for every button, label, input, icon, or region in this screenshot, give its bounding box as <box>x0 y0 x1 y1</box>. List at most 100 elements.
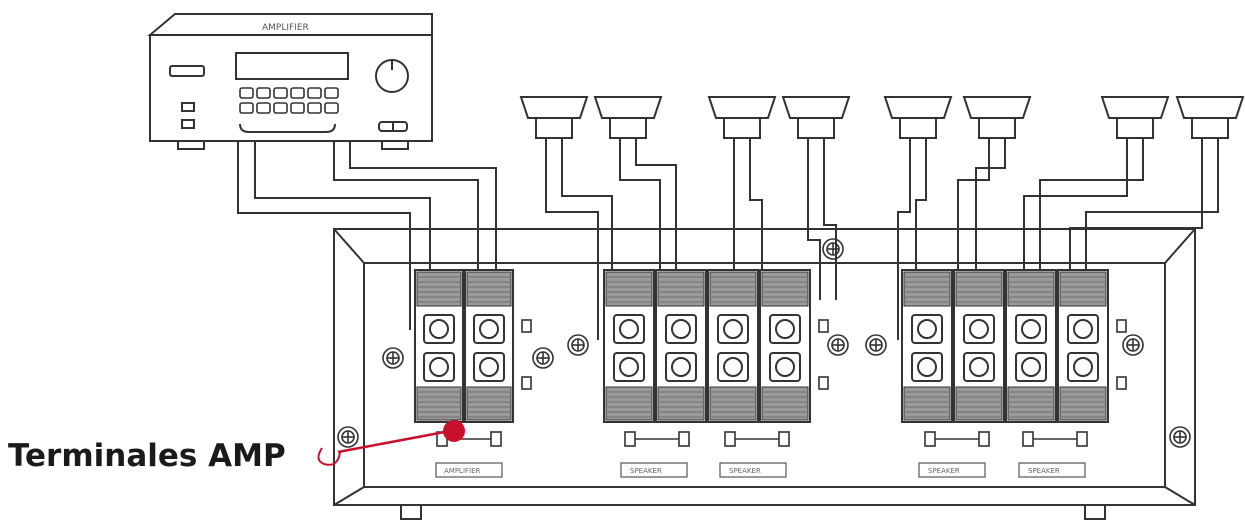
speaker-plate-text-2: SPEAKER <box>729 467 761 475</box>
amplifier-preset-button <box>273 102 288 114</box>
terminal-top-rib <box>657 271 705 307</box>
amp-terminal-block <box>414 269 532 423</box>
side-tab <box>521 376 532 390</box>
mounting-screws <box>337 238 1191 448</box>
terminal-top-rib <box>1059 271 1107 307</box>
terminal-cell <box>655 269 707 423</box>
terminal-screw-head <box>671 319 691 339</box>
speaker-wire <box>1069 148 1203 300</box>
terminal-screw-head <box>619 319 639 339</box>
terminal-socket <box>473 352 505 382</box>
amplifier-foot-left <box>177 140 205 150</box>
terminal-top-rib <box>709 271 757 307</box>
amplifier-power-button <box>169 65 205 77</box>
speaker-terminal-block-2 <box>901 269 1127 423</box>
screw-icon <box>1169 426 1191 448</box>
speaker-icon <box>519 96 589 148</box>
speaker-wire <box>635 148 677 300</box>
terminal-cell <box>414 269 464 423</box>
speaker-icon <box>962 96 1032 148</box>
speaker-horn <box>519 96 589 119</box>
speaker-wire <box>897 148 911 340</box>
side-tab <box>1116 376 1127 390</box>
speaker-horn <box>962 96 1032 119</box>
speaker-icon <box>1100 96 1170 148</box>
speaker-driver <box>1116 117 1154 139</box>
terminal-socket <box>665 314 697 344</box>
terminal-screw-head <box>479 319 499 339</box>
terminal-socket <box>717 352 749 382</box>
callout-line <box>337 429 451 454</box>
terminal-socket <box>423 314 455 344</box>
terminal-socket <box>769 352 801 382</box>
side-tab <box>818 376 829 390</box>
terminal-top-rib <box>416 271 462 307</box>
amplifier-preset-button <box>256 87 271 99</box>
terminal-socket <box>613 314 645 344</box>
speaker-row <box>519 96 1245 148</box>
callout-pointer <box>317 420 465 466</box>
terminal-cell <box>603 269 655 423</box>
screw-icon <box>1122 334 1144 356</box>
speaker-wire <box>561 148 613 340</box>
terminal-screw-head <box>969 357 989 377</box>
terminal-cell <box>953 269 1005 423</box>
speaker-label-plate-2 <box>719 462 787 478</box>
terminal-socket <box>1015 352 1047 382</box>
speaker-wires <box>237 141 1219 340</box>
speaker-plate-text-4: SPEAKER <box>1028 467 1060 475</box>
amplifier-brand-label: AMPLIFIER <box>262 23 309 33</box>
amplifier-preset-button <box>324 102 339 114</box>
side-tab <box>818 319 829 333</box>
terminal-cell <box>1005 269 1057 423</box>
terminal-socket <box>1015 314 1047 344</box>
amp-plate-text: AMPLIFIER <box>444 467 481 475</box>
amplifier-preset-button <box>307 102 322 114</box>
amplifier-preset-button <box>256 102 271 114</box>
speaker-label-plate-3 <box>918 462 986 478</box>
speaker-wire <box>957 148 990 300</box>
amplifier-small-button-1 <box>181 102 195 112</box>
terminal-socket <box>963 314 995 344</box>
terminal-cell <box>1057 269 1109 423</box>
jumper-pin <box>778 431 790 447</box>
jumper-pin <box>978 431 990 447</box>
speaker-driver <box>978 117 1016 139</box>
terminal-screw-head <box>917 357 937 377</box>
terminal-socket <box>911 314 943 344</box>
terminal-screw-head <box>619 357 639 377</box>
terminal-screw-head <box>775 319 795 339</box>
terminal-screw-head <box>671 357 691 377</box>
chassis-bevel-bl <box>333 486 365 506</box>
terminal-screw-head <box>969 319 989 339</box>
speaker-wire <box>975 148 1006 300</box>
terminal-top-rib <box>605 271 653 307</box>
amplifier-foot-right <box>381 140 409 150</box>
terminal-cell <box>759 269 811 423</box>
terminal-socket <box>613 352 645 382</box>
speaker-label-plate-4 <box>1018 462 1086 478</box>
speaker-icon <box>593 96 663 148</box>
speaker-icon <box>1175 96 1245 148</box>
amplifier-preset-button <box>290 102 305 114</box>
speaker-driver <box>797 117 835 139</box>
amplifier-unit <box>147 13 433 150</box>
screw-icon <box>382 347 404 369</box>
terminal-top-rib <box>903 271 951 307</box>
amplifier-small-button-2 <box>181 119 195 129</box>
amplifier-preset-button <box>239 102 254 114</box>
speaker-wire <box>1039 148 1144 300</box>
terminal-top-rib <box>1007 271 1055 307</box>
terminal-socket <box>1067 352 1099 382</box>
screw-icon <box>822 238 844 260</box>
jumper-link <box>724 431 790 447</box>
screw-outer <box>827 334 849 356</box>
terminal-socket <box>1067 314 1099 344</box>
screw-icon <box>567 334 589 356</box>
terminal-screw-head <box>1073 319 1093 339</box>
jumper-pin <box>1076 431 1088 447</box>
speaker-wire <box>254 141 431 330</box>
screw-outer <box>822 238 844 260</box>
terminal-top-rib <box>466 271 512 307</box>
jumper-link <box>1022 431 1088 447</box>
